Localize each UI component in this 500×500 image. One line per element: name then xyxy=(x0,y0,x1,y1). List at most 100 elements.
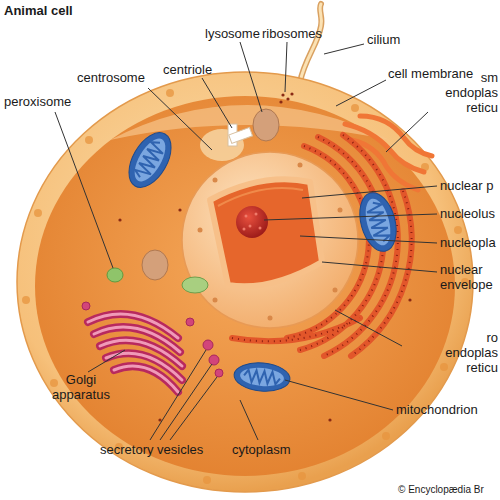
leader-line xyxy=(150,350,206,440)
nucleolus-texture xyxy=(243,213,262,231)
cytoplasm-shape xyxy=(35,96,455,476)
mitochondrion-shape xyxy=(233,361,291,394)
part-label: centriole xyxy=(163,62,212,77)
copyright-notice: © Encyclopædia Br xyxy=(398,484,484,496)
leader-line xyxy=(202,78,232,128)
membrane-pore xyxy=(50,379,58,387)
secretory-vesicle xyxy=(203,340,213,350)
leader-line xyxy=(264,214,437,220)
vesicles xyxy=(82,302,223,377)
leader-line xyxy=(285,380,393,410)
part-label: mitochondrion xyxy=(396,402,478,417)
ribosome xyxy=(290,92,293,95)
texture-dot xyxy=(245,215,248,218)
diagram-title: Animal cell xyxy=(4,3,73,18)
ribosome xyxy=(178,208,181,211)
cristae xyxy=(133,139,167,182)
leader-line xyxy=(285,42,287,92)
ribosome xyxy=(281,93,284,96)
mitochondrion-inner xyxy=(239,366,284,388)
vesicle xyxy=(186,318,194,326)
mitochondrion-inner xyxy=(128,134,171,187)
leader-line xyxy=(300,236,437,243)
ribosome xyxy=(286,97,289,100)
texture-dot xyxy=(259,227,262,230)
part-label: cell membrane xyxy=(388,66,473,81)
leader-line xyxy=(336,80,386,106)
part-label: nucleopla xyxy=(440,235,496,250)
membrane-pore xyxy=(351,104,359,112)
membrane-pore xyxy=(382,432,390,440)
mitochondrion-outer xyxy=(120,126,179,195)
leader-line xyxy=(148,88,212,150)
centriole-cylinder xyxy=(229,127,253,143)
golgi-lumen xyxy=(100,340,182,366)
membrane-pore xyxy=(203,476,211,484)
mitochondrion-shape xyxy=(354,189,402,256)
membrane-pore xyxy=(34,209,42,217)
part-label: ribosomes xyxy=(262,26,322,41)
membrane-pore xyxy=(454,226,462,234)
part-label: secretory vesicles xyxy=(100,442,203,457)
ribosome xyxy=(158,418,161,421)
cristae xyxy=(365,201,391,244)
peroxisome-shape xyxy=(107,268,123,282)
smooth-er-tube xyxy=(360,116,432,156)
golgi-shape xyxy=(88,314,182,392)
membrane-pore xyxy=(22,296,30,304)
nuclear-pore xyxy=(198,228,203,233)
part-label: nucleolus xyxy=(440,206,495,221)
secretory-vesicle xyxy=(215,369,223,377)
secretory-vesicle xyxy=(209,355,219,365)
mitochondrion-outer xyxy=(354,189,402,256)
leader-line xyxy=(324,44,364,54)
lysosome-shape xyxy=(253,109,279,141)
part-label: cytoplasm xyxy=(232,442,291,457)
leader-line xyxy=(170,377,217,440)
part-label: ro endoplas reticu xyxy=(432,330,498,375)
leader-line xyxy=(322,262,437,272)
texture-dot xyxy=(249,225,252,228)
cilium-highlight xyxy=(300,4,321,82)
leader-line xyxy=(335,310,402,346)
leader-line xyxy=(240,400,258,440)
part-label: nuclear p xyxy=(440,178,493,193)
part-label: peroxisome xyxy=(4,94,71,109)
part-label: nuclear envelope xyxy=(440,262,498,292)
membrane-pore xyxy=(85,136,93,144)
envelope-inner-edge xyxy=(218,188,303,206)
part-label: lysosome xyxy=(205,26,260,41)
ribosome xyxy=(408,298,411,301)
ribosome xyxy=(118,218,121,221)
nucleus-shape xyxy=(182,152,358,328)
nuclear-pore xyxy=(213,298,218,303)
nuclear-pore xyxy=(213,178,218,183)
mitochondrion-shape xyxy=(120,126,179,195)
smooth-er xyxy=(345,116,432,190)
nuclear-pore xyxy=(338,208,343,213)
nucleolus-shape xyxy=(236,206,268,238)
texture-dot xyxy=(243,228,246,231)
leader-lines xyxy=(55,42,437,440)
nuclear-pores xyxy=(198,163,343,321)
nucleoplasm-cutaway xyxy=(210,179,322,286)
texture-dot xyxy=(255,213,258,216)
mitochondrion-outer xyxy=(233,361,291,394)
golgi-lumen xyxy=(114,366,178,392)
cristae xyxy=(244,369,281,384)
lysosome-shape xyxy=(142,250,168,280)
part-label: Golgi apparatus xyxy=(44,372,118,402)
golgi-lumen xyxy=(88,314,178,338)
nuclear-pore xyxy=(298,163,303,168)
leader-line xyxy=(240,42,262,112)
leader-line xyxy=(88,350,125,372)
cell-membrane-shape xyxy=(17,72,473,492)
part-label: centrosome xyxy=(77,70,145,85)
membrane-pore xyxy=(166,89,174,97)
nuclear-pore xyxy=(333,288,338,293)
cilium-shape xyxy=(300,4,321,82)
membrane-pore xyxy=(298,472,306,480)
ribosome-dots xyxy=(118,92,411,421)
membrane-pore xyxy=(440,363,448,371)
